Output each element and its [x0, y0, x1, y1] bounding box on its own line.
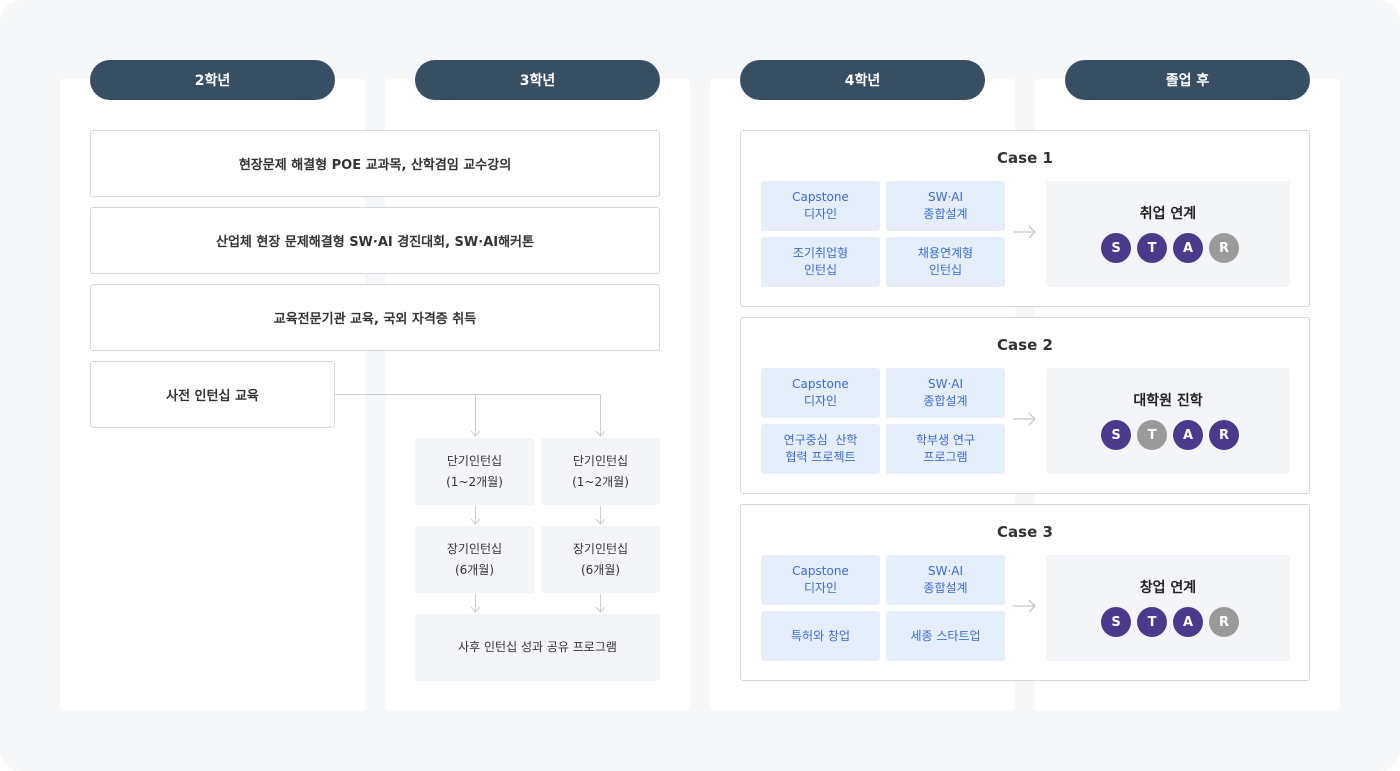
tag-line1: 학부생 연구 [915, 433, 975, 447]
star-badge-r: R [1209, 233, 1239, 263]
long-internship-right: 장기인턴십 (6개월) [541, 526, 660, 593]
tag-line1: 조기취업형 [792, 246, 849, 260]
star-badge-r: R [1209, 420, 1239, 450]
internship-line2: (1~2개월) [446, 474, 503, 489]
star-badge-t: T [1137, 233, 1167, 263]
header-year4: 4학년 [740, 60, 985, 100]
arrow-right-icon [1013, 225, 1036, 239]
program-pre-internship: 사전 인턴십 교육 [90, 361, 335, 428]
tag-swai-design: SW·AI 종합설계 [886, 368, 1005, 418]
tag-line1: 연구중심 산학 [783, 433, 858, 447]
tag-line2: 협력 프로젝트 [785, 450, 856, 464]
header-year3: 3학년 [415, 60, 660, 100]
case-2: Case 2 Capstone 디자인 SW·AI 종합설계 연구중심 산학 협… [740, 317, 1310, 494]
tag-line2: 디자인 [803, 207, 838, 221]
tag-line1: 특허와 창업 [790, 628, 850, 643]
tag-early-employment-internship: 조기취업형 인턴십 [761, 237, 880, 287]
short-internship-left: 단기인턴십 (1~2개월) [415, 438, 534, 505]
result-graduate-school: 대학원 진학 S T A R [1046, 368, 1290, 474]
star-badge-s: S [1101, 607, 1131, 637]
star-badge-a: A [1173, 607, 1203, 637]
case-1: Case 1 Capstone 디자인 SW·AI 종합설계 조기취업형 인턴십… [740, 130, 1310, 307]
internship-line2: (1~2개월) [572, 474, 629, 489]
star-badge-s: S [1101, 233, 1131, 263]
tag-swai-design: SW·AI 종합설계 [886, 555, 1005, 605]
star-badge-t: T [1137, 420, 1167, 450]
tag-capstone: Capstone 디자인 [761, 181, 880, 231]
program-contest-hackathon: 산업체 현장 문제해결형 SW·AI 경진대회, SW·AI해커톤 [90, 207, 660, 274]
star-badge-s: S [1101, 420, 1131, 450]
tag-patent-startup: 특허와 창업 [761, 611, 880, 661]
result-startup: 창업 연계 S T A R [1046, 555, 1290, 661]
long-internship-left: 장기인턴십 (6개월) [415, 526, 534, 593]
star-badges: S T A R [1101, 607, 1239, 637]
star-badge-r: R [1209, 607, 1239, 637]
tag-line2: 디자인 [803, 581, 838, 595]
program-certification: 교육전문기관 교육, 국외 자격증 취득 [90, 284, 660, 351]
arrow-right-icon [1013, 599, 1036, 613]
header-year2: 2학년 [90, 60, 335, 100]
result-title: 대학원 진학 [1133, 393, 1203, 409]
share-program-label: 사후 인턴십 성과 공유 프로그램 [458, 640, 617, 654]
star-badges: S T A R [1101, 233, 1239, 263]
internship-line1: 단기인턴십 [446, 453, 503, 468]
tag-line1: Capstone [792, 190, 849, 204]
star-badge-a: A [1173, 420, 1203, 450]
program-poe-course: 현장문제 해결형 POE 교과목, 산학겸임 교수강의 [90, 130, 660, 197]
tag-swai-design: SW·AI 종합설계 [886, 181, 1005, 231]
tag-undergrad-research: 학부생 연구 프로그램 [886, 424, 1005, 474]
internship-line1: 단기인턴십 [572, 453, 629, 468]
star-badge-a: A [1173, 233, 1203, 263]
post-internship-share-program: 사후 인턴십 성과 공유 프로그램 [415, 614, 660, 681]
result-title: 취업 연계 [1139, 206, 1197, 222]
tag-line1: 세종 스타트업 [910, 628, 981, 643]
tag-line2: 종합설계 [923, 394, 968, 408]
result-title: 창업 연계 [1139, 580, 1197, 596]
arrow-right-icon [1013, 412, 1036, 426]
tag-line1: 채용연계형 [917, 246, 974, 260]
tag-line2: 인턴십 [803, 263, 838, 277]
tag-line2: 디자인 [803, 394, 838, 408]
header-after-graduation: 졸업 후 [1065, 60, 1310, 100]
tag-sejong-startup: 세종 스타트업 [886, 611, 1005, 661]
tag-line1: Capstone [792, 377, 849, 391]
tag-capstone: Capstone 디자인 [761, 555, 880, 605]
tag-hiring-linked-internship: 채용연계형 인턴십 [886, 237, 1005, 287]
case-title: Case 1 [997, 149, 1053, 167]
short-internship-right: 단기인턴십 (1~2개월) [541, 438, 660, 505]
tag-line2: 종합설계 [923, 207, 968, 221]
internship-line1: 장기인턴십 [572, 541, 629, 556]
tag-line2: 종합설계 [923, 581, 968, 595]
internship-line2: (6개월) [580, 562, 621, 577]
tag-capstone: Capstone 디자인 [761, 368, 880, 418]
internship-line1: 장기인턴십 [446, 541, 503, 556]
internship-line2: (6개월) [454, 562, 495, 577]
star-badges: S T A R [1101, 420, 1239, 450]
tag-line1: Capstone [792, 564, 849, 578]
tag-line1: SW·AI [927, 377, 964, 391]
result-employment: 취업 연계 S T A R [1046, 181, 1290, 287]
tag-line2: 프로그램 [923, 450, 968, 464]
tag-research-project: 연구중심 산학 협력 프로젝트 [761, 424, 880, 474]
tag-line2: 인턴십 [928, 263, 963, 277]
case-title: Case 3 [997, 523, 1053, 541]
case-3: Case 3 Capstone 디자인 SW·AI 종합설계 특허와 창업 세종… [740, 504, 1310, 681]
tag-line1: SW·AI [927, 190, 964, 204]
star-badge-t: T [1137, 607, 1167, 637]
case-title: Case 2 [997, 336, 1053, 354]
tag-line1: SW·AI [927, 564, 964, 578]
